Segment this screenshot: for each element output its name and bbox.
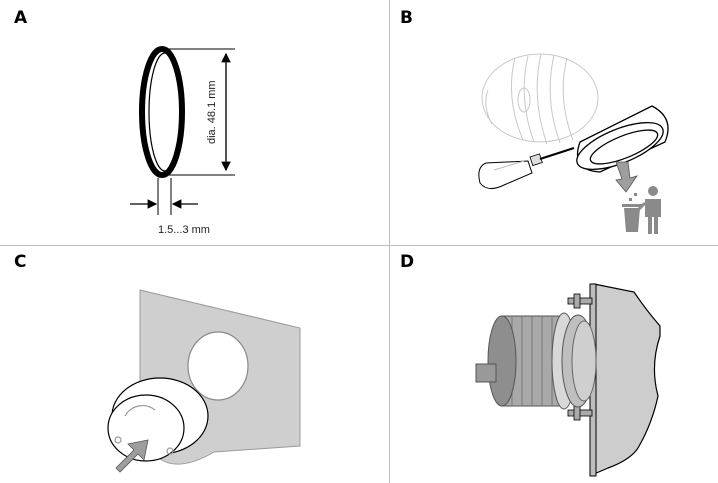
panel-d-label: D [400, 252, 415, 272]
panel-b-label: B [400, 8, 413, 28]
seal-ring-drawing [130, 46, 235, 215]
device-body [107, 377, 209, 462]
seal-ring-outer [139, 46, 185, 178]
panel-a: A dia. 48.1 mm 1.5...3 mm [0, 0, 389, 245]
wall-section [593, 283, 661, 475]
thickness-label: 1.5...3 mm [158, 224, 210, 236]
arrow-down-icon [615, 161, 638, 193]
panel-a-label: A [14, 8, 28, 28]
vertical-divider [389, 0, 390, 483]
trash-person-icon [622, 186, 661, 234]
panel-c: C [0, 246, 389, 483]
panel-d: D [390, 246, 718, 483]
diameter-label: dia. 48.1 mm [206, 80, 218, 144]
device-cylinder [475, 312, 597, 410]
horizontal-divider [0, 245, 718, 246]
bezel-ring [576, 105, 669, 173]
push-arrow-icon [115, 439, 149, 473]
screwdriver-icon [478, 147, 575, 189]
remove-bezel-drawing [478, 53, 669, 234]
mounted-device-drawing [475, 283, 661, 477]
panel-b: B [390, 0, 718, 245]
panel-c-label: C [14, 252, 27, 272]
seal-ring-inner [148, 52, 182, 172]
mounting-hole [187, 331, 249, 401]
mounting-bolts [567, 293, 593, 421]
insert-device-drawing [107, 289, 301, 473]
